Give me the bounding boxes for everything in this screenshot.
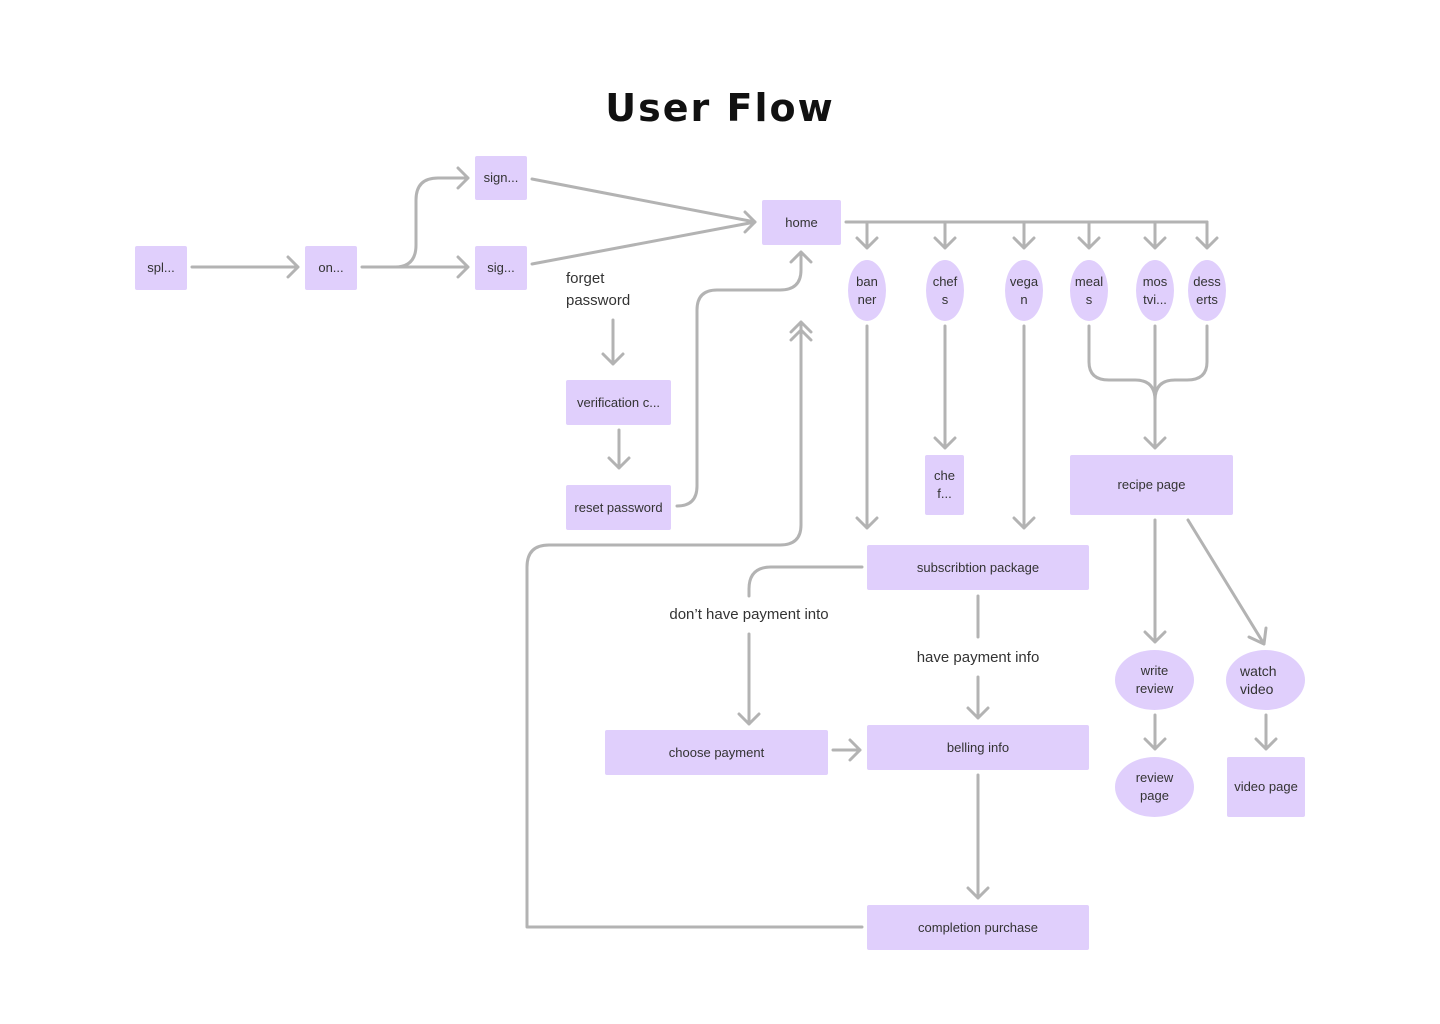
connector-completion-home (525, 320, 864, 929)
connector-splash-onboarding (190, 255, 300, 279)
page-title: User Flow (605, 86, 835, 130)
recipe-page-node[interactable]: recipe page (1070, 455, 1233, 515)
connector-sign-top-home (530, 177, 757, 224)
sign-in-node[interactable]: sign... (475, 156, 527, 200)
connector-meals-recipe (1087, 324, 1157, 402)
verification-code-node[interactable]: verification c... (566, 380, 671, 425)
connector-sign-bottom-home (530, 210, 757, 266)
subscription-package-node[interactable]: subscribtion package (867, 545, 1089, 590)
connector-chefs-chef-detail (933, 324, 957, 450)
sign-up-node[interactable]: sig... (475, 246, 527, 290)
most-viewed-node[interactable]: mos tvi... (1136, 260, 1174, 321)
reset-password-node[interactable]: reset password (566, 485, 671, 530)
choose-payment-node[interactable]: choose payment (605, 730, 828, 775)
have-payment-info-label: have payment info (916, 649, 1040, 666)
video-page-node[interactable]: video page (1227, 757, 1305, 817)
connector-banner-subscription (855, 324, 879, 530)
meals-node[interactable]: meal s (1070, 260, 1108, 321)
connector-verification-reset (607, 428, 631, 470)
connector-most-viewed-recipe (1143, 324, 1167, 450)
connector-recipe-watch-video (1186, 518, 1268, 646)
forget-password-label: forget password (566, 270, 631, 309)
onboarding-node[interactable]: on... (305, 246, 357, 290)
connector-subscription-no-payment (747, 565, 864, 598)
banner-node[interactable]: ban ner (848, 260, 886, 321)
desserts-node[interactable]: dess erts (1188, 260, 1226, 321)
splash-node[interactable]: spl... (135, 246, 187, 290)
vegan-node[interactable]: vega n (1005, 260, 1043, 321)
connector-watch-video-page (1254, 713, 1278, 751)
connector-forget-verification (601, 318, 625, 366)
connector-billing-completion (966, 773, 990, 900)
completion-purchase-node[interactable]: completion purchase (867, 905, 1089, 950)
no-payment-info-label: don’t have payment into (669, 606, 829, 623)
connector-onboarding-sign-bottom (360, 255, 470, 279)
connector-recipe-write-review (1143, 518, 1167, 644)
write-review-node[interactable]: write review (1115, 650, 1194, 710)
connector-onboarding-sign-top (393, 166, 470, 269)
connector-choose-payment-billing (831, 738, 862, 762)
chefs-node[interactable]: chef s (926, 260, 964, 321)
home-node[interactable]: home (762, 200, 841, 245)
watch-video-node[interactable]: watch video (1226, 650, 1305, 710)
review-page-node[interactable]: review page (1115, 757, 1194, 817)
connector-reset-home (675, 250, 813, 508)
connector-vegan-subscription (1012, 324, 1036, 530)
connector-desserts-recipe (1153, 324, 1209, 402)
chef-detail-node[interactable]: che f... (925, 455, 964, 515)
billing-info-node[interactable]: belling info (867, 725, 1089, 770)
connector-write-review-page (1143, 713, 1167, 751)
